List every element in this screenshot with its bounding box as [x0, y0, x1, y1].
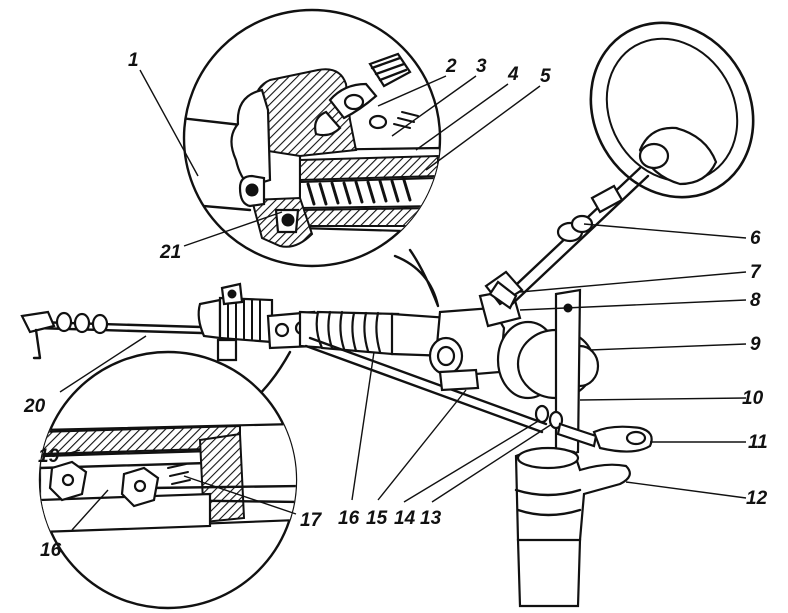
- label-2: 2: [445, 56, 457, 77]
- label-9: 9: [750, 334, 761, 355]
- callout-labels: 1 2 3 4 5 6 7 8 9 10 11 12 13 14 15 16 1…: [23, 50, 768, 561]
- label-15: 15: [366, 508, 388, 529]
- main-assembly: [20, 21, 755, 608]
- detail-circle-top: [182, 8, 442, 308]
- label-4: 4: [507, 64, 519, 85]
- label-16-detail: 16: [40, 540, 62, 561]
- label-3: 3: [476, 56, 487, 77]
- label-8: 8: [750, 290, 761, 311]
- leader-lines: [59, 69, 747, 531]
- label-11: 11: [748, 432, 768, 453]
- label-12: 12: [746, 488, 768, 509]
- label-14: 14: [394, 508, 416, 529]
- label-10: 10: [742, 388, 764, 409]
- label-21: 21: [159, 242, 181, 263]
- label-5: 5: [540, 66, 551, 87]
- label-19: 19: [38, 446, 60, 467]
- label-17: 17: [300, 510, 323, 531]
- label-6: 6: [750, 228, 761, 249]
- detail-circle-bottom: [38, 350, 298, 610]
- label-1: 1: [128, 50, 139, 71]
- label-13: 13: [420, 508, 442, 529]
- label-7: 7: [750, 262, 762, 283]
- label-20: 20: [23, 396, 46, 417]
- label-16-main: 16: [338, 508, 360, 529]
